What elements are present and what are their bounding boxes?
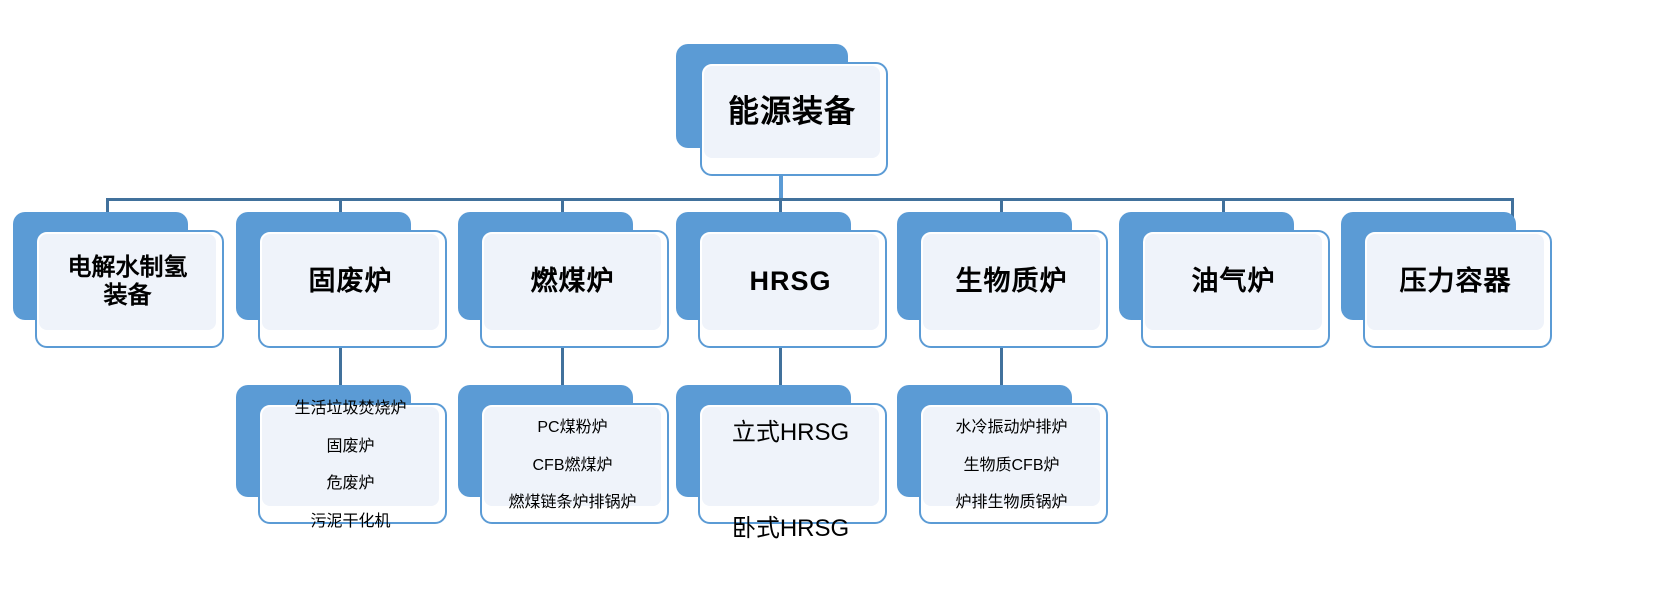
connector-child-drop-hrsg bbox=[779, 340, 782, 386]
node-l2-hrsg[interactable]: HRSG bbox=[676, 212, 891, 348]
list-item: 水冷振动炉排炉 bbox=[955, 418, 1068, 436]
list-item: 炉排生物质锅炉 bbox=[955, 494, 1068, 512]
connector-drop-4 bbox=[779, 198, 782, 218]
node-l3-group-hrsg[interactable]: 立式HRSG 卧式HRSG bbox=[676, 385, 891, 542]
node-l2-pressure-vessel[interactable]: 压力容器 bbox=[1341, 212, 1556, 348]
node-label: 油气炉 bbox=[1191, 266, 1276, 297]
list-item: 立式HRSG bbox=[731, 418, 850, 446]
node-body: 固废炉 bbox=[262, 234, 439, 330]
node-root-energy-equipment[interactable]: 能源装备 bbox=[676, 44, 888, 176]
node-label: 生物质炉 bbox=[955, 266, 1068, 297]
node-body: 电解水制氢 装备 bbox=[39, 234, 216, 330]
connector-drop-3 bbox=[561, 198, 564, 218]
node-label: 电解水制氢 装备 bbox=[67, 253, 188, 309]
list-item: 固废炉 bbox=[326, 437, 375, 455]
connector-bus bbox=[107, 198, 1514, 201]
node-body: 生物质炉 bbox=[923, 234, 1100, 330]
node-body: 生活垃圾焚烧炉 固废炉 危废炉 污泥干化机 bbox=[262, 400, 439, 530]
connector-drop-6 bbox=[1222, 198, 1225, 218]
node-label: 立式HRSG 卧式HRSG bbox=[732, 361, 849, 553]
connector-drop-2 bbox=[339, 198, 342, 218]
node-label: 燃煤炉 bbox=[530, 266, 615, 297]
connector-drop-5 bbox=[1000, 198, 1003, 218]
node-body: 立式HRSG 卧式HRSG bbox=[702, 407, 879, 542]
node-l3-group-biomass[interactable]: 水冷振动炉排炉 生物质CFB炉 炉排生物质锅炉 bbox=[897, 385, 1112, 524]
node-l2-biomass-furnace[interactable]: 生物质炉 bbox=[897, 212, 1112, 348]
node-body: 油气炉 bbox=[1145, 234, 1322, 330]
connector-drop-1 bbox=[106, 198, 109, 218]
connector-child-drop-ranmeilu bbox=[561, 340, 564, 386]
node-body: HRSG bbox=[702, 234, 879, 330]
node-body: 水冷振动炉排炉 生物质CFB炉 炉排生物质锅炉 bbox=[923, 407, 1100, 511]
node-label: 水冷振动炉排炉 生物质CFB炉 炉排生物质锅炉 bbox=[955, 400, 1067, 513]
list-item: 生物质CFB炉 bbox=[963, 456, 1060, 474]
list-item: 危废炉 bbox=[326, 475, 375, 493]
connector-root-stem bbox=[779, 160, 783, 198]
list-item: PC煤粉炉 bbox=[537, 418, 608, 436]
node-label: 生活垃圾焚烧炉 固废炉 危废炉 污泥干化机 bbox=[294, 381, 406, 532]
node-l2-oil-gas-furnace[interactable]: 油气炉 bbox=[1119, 212, 1334, 348]
node-body: 能源装备 bbox=[704, 66, 880, 158]
node-label: HRSG bbox=[749, 266, 832, 297]
node-label: 固废炉 bbox=[308, 266, 393, 297]
node-label: 压力容器 bbox=[1399, 266, 1512, 297]
node-l2-electrolysis-hydrogen[interactable]: 电解水制氢 装备 bbox=[13, 212, 228, 348]
connector-drop-7 bbox=[1511, 198, 1514, 218]
node-body: 燃煤炉 bbox=[484, 234, 661, 330]
node-l2-solid-waste-furnace[interactable]: 固废炉 bbox=[236, 212, 451, 348]
node-l3-group-coal-fired[interactable]: PC煤粉炉 CFB燃煤炉 燃煤链条炉排锅炉 bbox=[458, 385, 673, 524]
node-label: PC煤粉炉 CFB燃煤炉 燃煤链条炉排锅炉 bbox=[508, 400, 636, 513]
list-item: 燃煤链条炉排锅炉 bbox=[508, 494, 637, 512]
connector-child-drop-gufeilu bbox=[339, 340, 342, 386]
list-item: 卧式HRSG bbox=[731, 514, 850, 542]
list-item: 污泥干化机 bbox=[310, 513, 391, 531]
node-label: 能源装备 bbox=[728, 93, 856, 129]
node-body: PC煤粉炉 CFB燃煤炉 燃煤链条炉排锅炉 bbox=[484, 407, 661, 511]
node-body: 压力容器 bbox=[1367, 234, 1544, 330]
list-item: 生活垃圾焚烧炉 bbox=[294, 399, 407, 417]
node-l2-coal-fired-furnace[interactable]: 燃煤炉 bbox=[458, 212, 673, 348]
connector-child-drop-shengwu bbox=[1000, 340, 1003, 386]
list-item: CFB燃煤炉 bbox=[532, 456, 613, 474]
node-l3-group-solid-waste[interactable]: 生活垃圾焚烧炉 固废炉 危废炉 污泥干化机 bbox=[236, 385, 451, 530]
